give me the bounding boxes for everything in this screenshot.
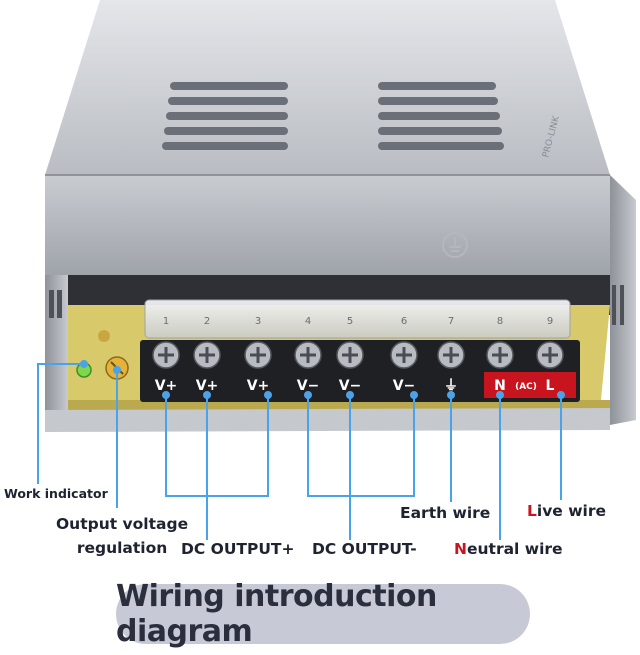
terminal-number: 6 xyxy=(401,316,407,327)
label-dc-output-plus: DC OUTPUT+ xyxy=(181,540,295,558)
terminal-label: N xyxy=(494,378,506,394)
vent-right xyxy=(378,82,504,150)
terminal-label: V− xyxy=(297,378,320,394)
label-output-voltage-line1: Output voltage xyxy=(56,515,189,533)
label-output-voltage-line2: regulation xyxy=(76,539,168,557)
terminal-label: L xyxy=(546,378,555,394)
terminal-label: V+ xyxy=(155,378,178,394)
terminal-number: 2 xyxy=(204,316,210,327)
vent-left xyxy=(162,82,288,150)
terminal-label: V− xyxy=(393,378,416,394)
label-live-wire: Live wire xyxy=(527,502,606,520)
case-bottom-lip xyxy=(45,408,610,432)
terminal-cover xyxy=(144,299,571,339)
label-output-voltage: Output voltage regulation xyxy=(56,512,188,560)
terminal-screw xyxy=(244,341,272,369)
rim-embossing xyxy=(442,232,468,258)
terminal-numbers: 1 2 3 4 5 6 7 8 9 xyxy=(163,316,553,327)
terminal-number: 9 xyxy=(547,316,553,327)
terminal-number: 7 xyxy=(448,316,454,327)
terminal-label: V+ xyxy=(196,378,219,394)
terminal-number: 5 xyxy=(347,316,353,327)
live-wire-initial: L xyxy=(527,502,537,520)
terminal-screw xyxy=(193,341,221,369)
terminal-label: V− xyxy=(339,378,362,394)
terminal-screw xyxy=(536,341,564,369)
ac-tag: (AC) xyxy=(515,382,537,392)
terminal-screw xyxy=(486,341,514,369)
terminal-number: 8 xyxy=(497,316,503,327)
banner-title: Wiring introduction diagram xyxy=(116,579,437,649)
terminal-number: 3 xyxy=(255,316,261,327)
terminal-labels: V+ V+ V+ V− V− V− ⏚ N L (AC) xyxy=(155,378,555,394)
neutral-wire-initial: N xyxy=(454,540,467,558)
terminal-screw xyxy=(390,341,418,369)
label-work-indicator: Work indicator xyxy=(4,486,108,501)
case-top xyxy=(45,0,610,175)
side-slots xyxy=(49,285,624,325)
neutral-wire-rest: eutral wire xyxy=(466,540,563,558)
case-front-rim xyxy=(45,175,610,275)
label-dc-output-minus: DC OUTPUT- xyxy=(312,540,417,558)
terminal-screw xyxy=(437,341,465,369)
title-banner: Wiring introduction diagram xyxy=(116,579,530,649)
terminal-screw xyxy=(152,341,180,369)
label-earth-wire: Earth wire xyxy=(400,504,491,522)
terminal-screws xyxy=(152,341,564,369)
terminal-number: 1 xyxy=(163,316,169,327)
callout-lines xyxy=(37,360,565,540)
terminal-screw xyxy=(294,341,322,369)
live-wire-rest: ive wire xyxy=(536,502,607,520)
terminal-number: 4 xyxy=(305,316,311,327)
terminal-label: V+ xyxy=(247,378,270,394)
terminal-label: ⏚ xyxy=(444,378,458,394)
terminal-screw xyxy=(336,341,364,369)
label-neutral-wire: Neutral wire xyxy=(454,540,563,558)
